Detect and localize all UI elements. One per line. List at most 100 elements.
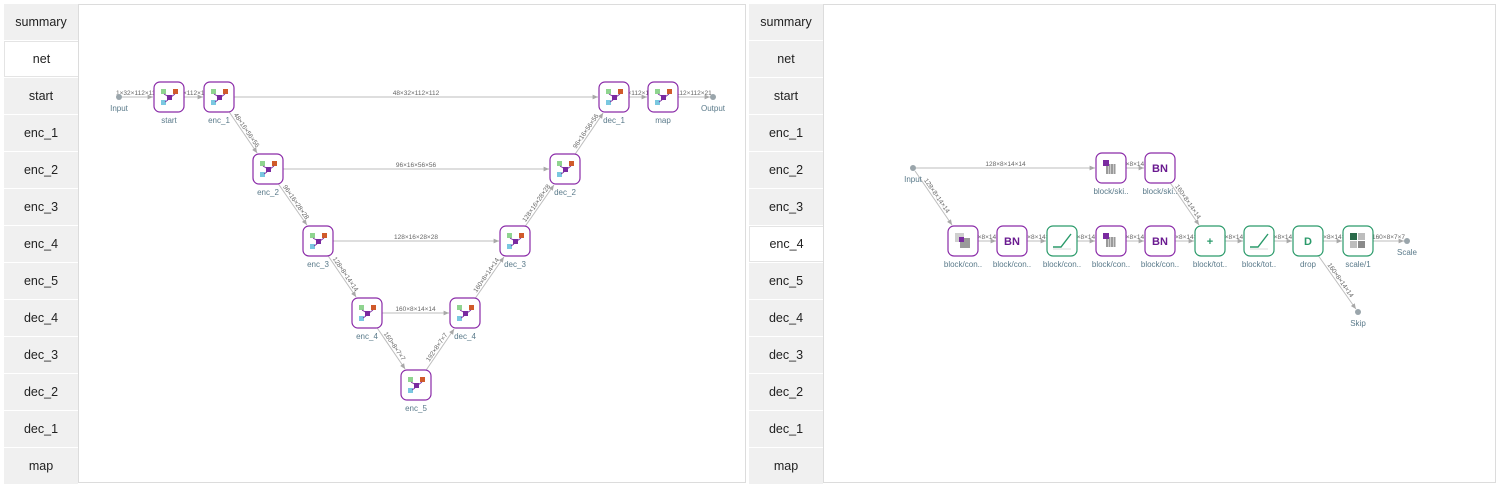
left-sidebar-item-dec-3[interactable]: dec_3 [4,337,78,373]
node-box[interactable] [1194,225,1226,257]
node-map[interactable]: map [647,81,679,125]
edge-b4-b5[interactable]: 160×8×14×14 [1115,234,1156,244]
graph-canvas-left[interactable]: 1×32×112×112 32×112×112 48×32×112×112 48×16… [78,4,746,483]
edge-b7-b8[interactable]: 160×8×14×14 [1263,234,1304,244]
port-dot[interactable] [710,94,716,100]
edge-b5-b6[interactable]: 160×8×14×14 [1164,234,1205,244]
port-dot[interactable] [910,165,916,171]
edge-line[interactable] [1169,182,1200,226]
edge-line[interactable] [425,328,455,371]
node-b1[interactable]: block/con.. [944,225,982,269]
edge-enc_1-dec_1[interactable]: 48×32×112×112 [234,90,598,100]
port-out[interactable]: Output [701,94,726,113]
right-sidebar-item-dec-4[interactable]: dec_4 [749,300,823,336]
edge-enc_1-enc_2[interactable]: 48×16×56×56 [228,111,261,154]
right-sidebar-item-enc-4[interactable]: enc_4 [749,226,823,262]
edge-line[interactable] [914,170,953,226]
graph-svg-left[interactable]: 1×32×112×112 32×112×112 48×32×112×112 48×16… [79,5,747,484]
edge-b9-scale[interactable]: 160×8×7×7 [1372,234,1405,244]
edge-start-enc_1[interactable]: 32×112×112 [176,90,212,100]
edge-line[interactable] [475,256,505,299]
node-box[interactable] [1144,152,1176,184]
right-sidebar-item-enc-2[interactable]: enc_2 [749,152,823,188]
right-sidebar-item-start[interactable]: start [749,78,823,114]
node-b6[interactable]: +block/tot.. [1193,225,1227,269]
edge-enc_3-enc_4[interactable]: 128×8×14×14 [327,255,360,298]
edge-b2-b3[interactable]: 160×8×14×14 [1016,234,1057,244]
edge-line[interactable] [327,255,357,298]
node-b7[interactable]: block/tot.. [1242,225,1276,269]
right-sidebar-item-dec-2[interactable]: dec_2 [749,374,823,410]
edge-b3-b4[interactable]: 160×8×14×14 [1066,234,1107,244]
edge-line[interactable] [525,184,555,227]
right-sidebar-item-enc-5[interactable]: enc_5 [749,263,823,299]
node-box[interactable] [996,225,1028,257]
left-sidebar-item-dec-4[interactable]: dec_4 [4,300,78,336]
port-dot[interactable] [116,94,122,100]
node-enc_5[interactable]: enc_5 [400,369,432,413]
node-enc_3[interactable]: enc_3 [302,225,334,269]
left-sidebar-item-enc-1[interactable]: enc_1 [4,115,78,151]
left-sidebar-item-dec-1[interactable]: dec_1 [4,411,78,447]
edge-enc_5-dec_4[interactable]: 192×8×7×7 [425,328,455,371]
node-dec_1[interactable]: dec_1 [598,81,630,125]
edge-enc_2-dec_2[interactable]: 96×16×56×56 [283,162,549,172]
edge-dec_2-dec_1[interactable]: 96×16×56×56 [572,112,604,155]
node-box[interactable] [1292,225,1324,257]
node-dec_4[interactable]: dec_4 [449,297,481,341]
edge-b6-b7[interactable]: 160×8×14×14 [1214,234,1255,244]
right-sidebar-item-summary[interactable]: summary [749,4,823,40]
node-s1[interactable]: block/ski.. [1093,152,1129,196]
edge-s1-s2[interactable]: 160×8×14×14 [1115,161,1156,171]
node-start[interactable]: start [153,81,185,125]
right-sidebar-item-map[interactable]: map [749,448,823,484]
node-b9[interactable]: scale/1 [1342,225,1374,269]
right-sidebar-item-dec-1[interactable]: dec_1 [749,411,823,447]
edge-enc_3-dec_3[interactable]: 128×16×28×28 [333,234,499,244]
left-sidebar-item-enc-3[interactable]: enc_3 [4,189,78,225]
node-dec_2[interactable]: dec_2 [549,153,581,197]
node-box[interactable] [1144,225,1176,257]
left-sidebar-item-net[interactable]: net [4,41,78,77]
edge-b1-b2[interactable]: 160×8×14×14 [967,234,1008,244]
right-sidebar-item-dec-3[interactable]: dec_3 [749,337,823,373]
edge-line[interactable] [278,183,308,226]
left-sidebar-item-map[interactable]: map [4,448,78,484]
edge-enc_4-dec_4[interactable]: 160×8×14×14 [382,306,449,316]
port-dot[interactable] [1355,309,1361,315]
node-enc_4[interactable]: enc_4 [351,297,383,341]
edge-enc_2-enc_3[interactable]: 96×16×28×28 [278,183,310,226]
edge-in-s1[interactable]: 128×8×14×14 [916,161,1095,171]
edge-b8-b9[interactable]: 160×8×14×14 [1312,234,1353,244]
left-sidebar-item-dec-2[interactable]: dec_2 [4,374,78,410]
left-sidebar-item-enc-2[interactable]: enc_2 [4,152,78,188]
port-dot[interactable] [1404,238,1410,244]
node-dec_3[interactable]: dec_3 [499,225,531,269]
port-in[interactable]: Input [904,165,923,184]
right-sidebar-item-enc-1[interactable]: enc_1 [749,115,823,151]
edge-dec_4-dec_3[interactable]: 160×8×14×14 [472,256,505,299]
node-box[interactable] [1046,225,1078,257]
port-skip[interactable]: Skip [1350,309,1366,328]
edge-dec_3-dec_2[interactable]: 128×16×28×28 [521,183,555,227]
port-scale[interactable]: Scale [1397,238,1418,257]
left-sidebar-item-summary[interactable]: summary [4,4,78,40]
right-sidebar-item-net[interactable]: net [749,41,823,77]
left-sidebar-item-start[interactable]: start [4,78,78,114]
edge-line[interactable] [376,327,406,370]
edge-line[interactable] [228,111,258,154]
node-b3[interactable]: block/con.. [1043,225,1081,269]
node-b4[interactable]: block/con.. [1092,225,1130,269]
edge-line[interactable] [1318,255,1357,310]
right-sidebar-item-enc-3[interactable]: enc_3 [749,189,823,225]
edge-in-start[interactable]: 1×32×112×112 [116,90,159,100]
left-sidebar-item-enc-4[interactable]: enc_4 [4,226,78,262]
edge-line[interactable] [574,112,604,155]
node-box[interactable] [1243,225,1275,257]
